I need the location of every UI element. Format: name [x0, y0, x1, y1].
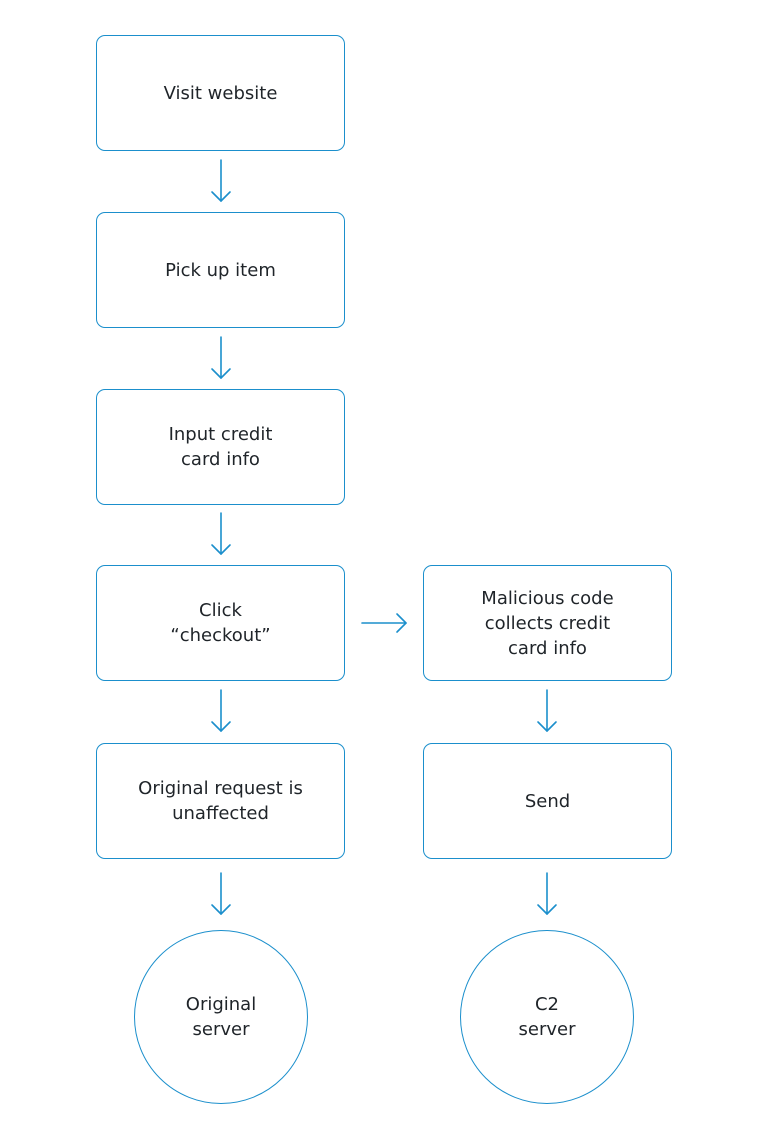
step-pick-up-item-label: Pick up item — [165, 259, 276, 281]
original-server-node: Original server — [134, 930, 308, 1104]
arrow-send-to-c2 — [537, 872, 557, 915]
arrow-original-request-to-server — [211, 872, 231, 915]
step-input-credit-card-label: Input credit card info — [168, 424, 273, 470]
arrow-input-to-checkout — [211, 512, 231, 555]
arrow-pick-to-input — [211, 336, 231, 379]
step-click-checkout: Click “checkout” — [96, 565, 345, 681]
arrow-checkout-to-original-request — [211, 689, 231, 732]
c2-server-node: C2 server — [460, 930, 634, 1104]
arrow-visit-to-pick — [211, 159, 231, 202]
arrow-checkout-to-malicious — [361, 613, 407, 633]
step-send-label: Send — [524, 790, 571, 812]
step-malicious-code-label: Malicious code collects credit card info — [481, 587, 614, 659]
step-input-credit-card: Input credit card info — [96, 389, 345, 505]
step-send: Send — [423, 743, 672, 859]
original-server-label: Original server — [185, 994, 257, 1040]
arrow-malicious-to-send — [537, 689, 557, 732]
step-click-checkout-label: Click “checkout” — [170, 600, 271, 646]
step-visit-website-label: Visit website — [163, 82, 278, 104]
step-original-request: Original request is unaffected — [96, 743, 345, 859]
step-pick-up-item: Pick up item — [96, 212, 345, 328]
step-original-request-label: Original request is unaffected — [138, 778, 303, 824]
step-visit-website: Visit website — [96, 35, 345, 151]
step-malicious-code: Malicious code collects credit card info — [423, 565, 672, 681]
c2-server-label: C2 server — [518, 994, 576, 1040]
